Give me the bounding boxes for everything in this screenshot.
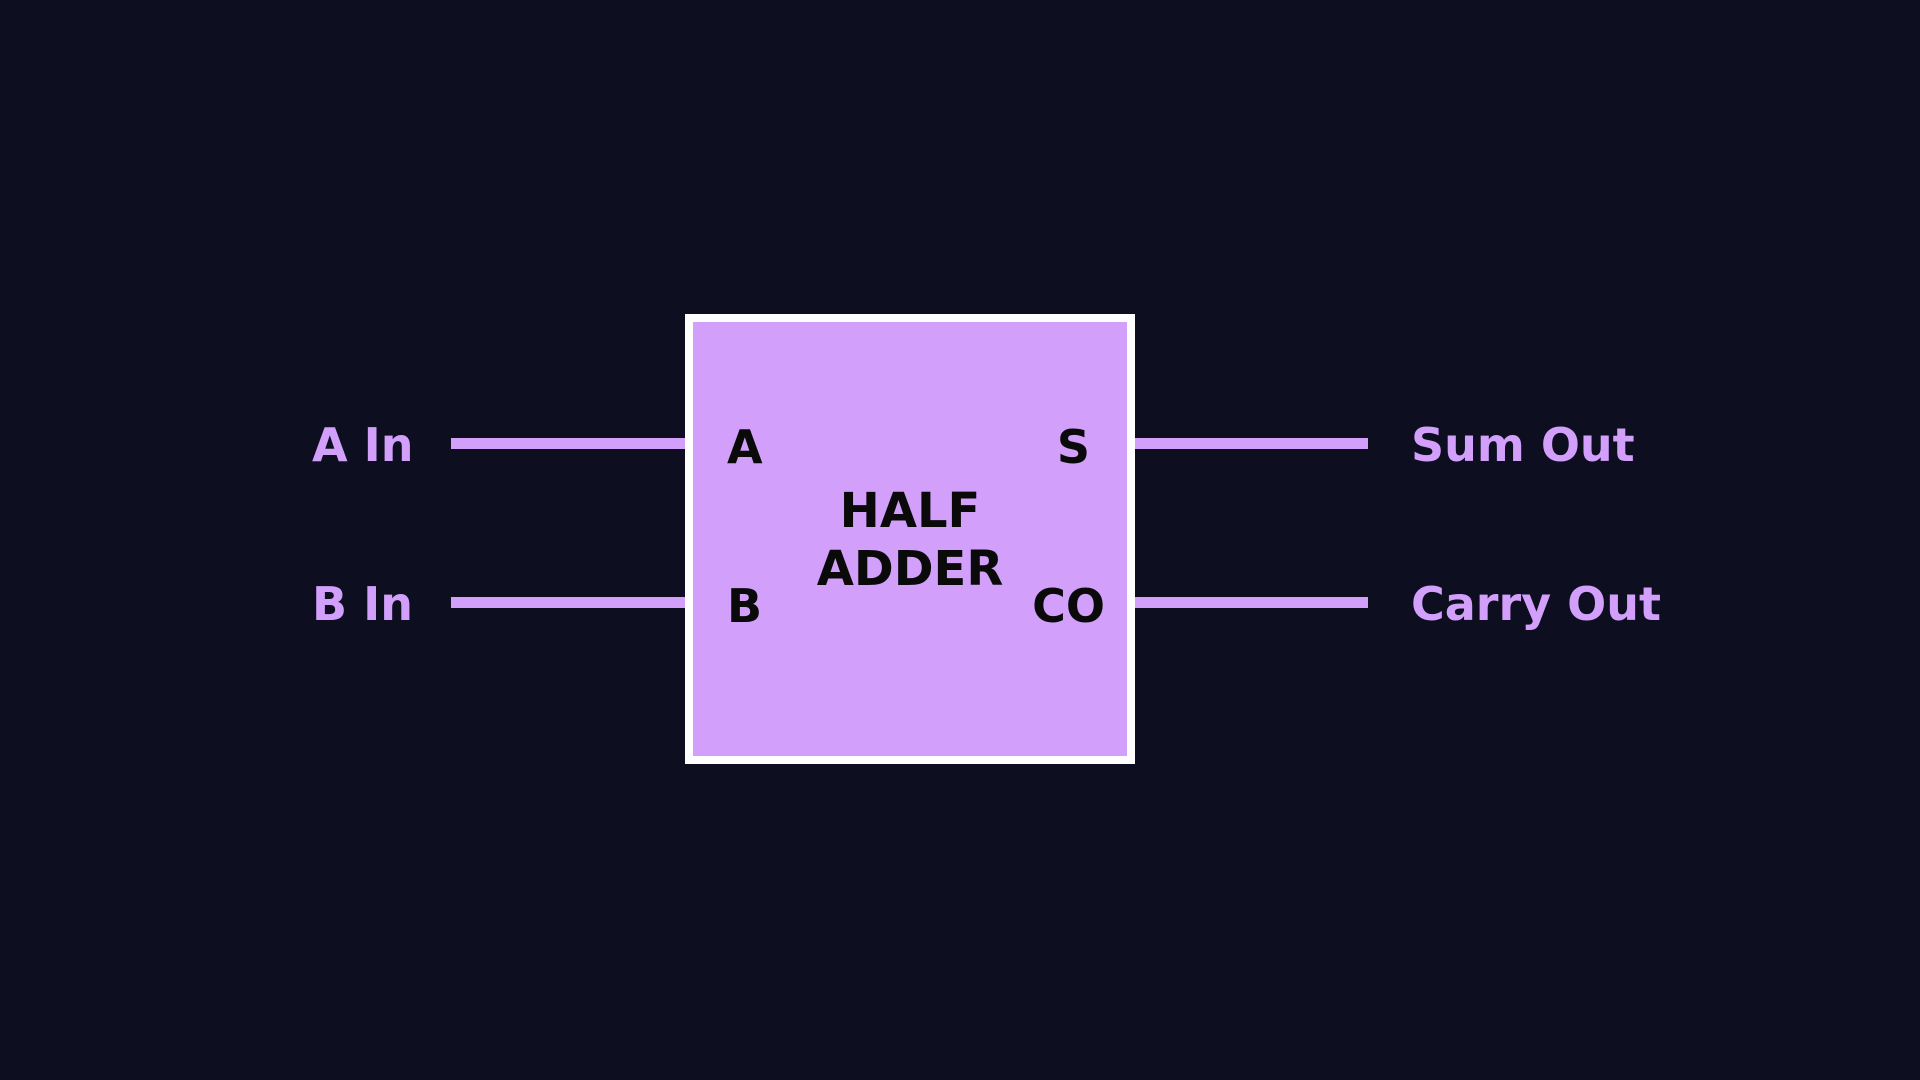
input-b-label: B In [312,577,413,631]
component-title-line2: ADDER [816,541,1004,597]
output-sum-label: Sum Out [1411,418,1635,472]
input-a-wire [451,438,687,449]
port-co-label: CO [1032,579,1105,633]
port-s-label: S [1056,420,1090,474]
output-sum-wire [1133,438,1368,449]
component-title-line1: HALF [839,483,981,539]
input-a-label: A In [312,418,414,472]
component-title: HALF ADDER [693,482,1127,598]
half-adder-block: A B S CO HALF ADDER [685,314,1135,764]
input-b-wire [451,597,687,608]
output-carry-label: Carry Out [1411,577,1662,631]
port-a-label: A [727,420,763,474]
output-carry-wire [1133,597,1368,608]
port-b-label: B [727,579,763,633]
